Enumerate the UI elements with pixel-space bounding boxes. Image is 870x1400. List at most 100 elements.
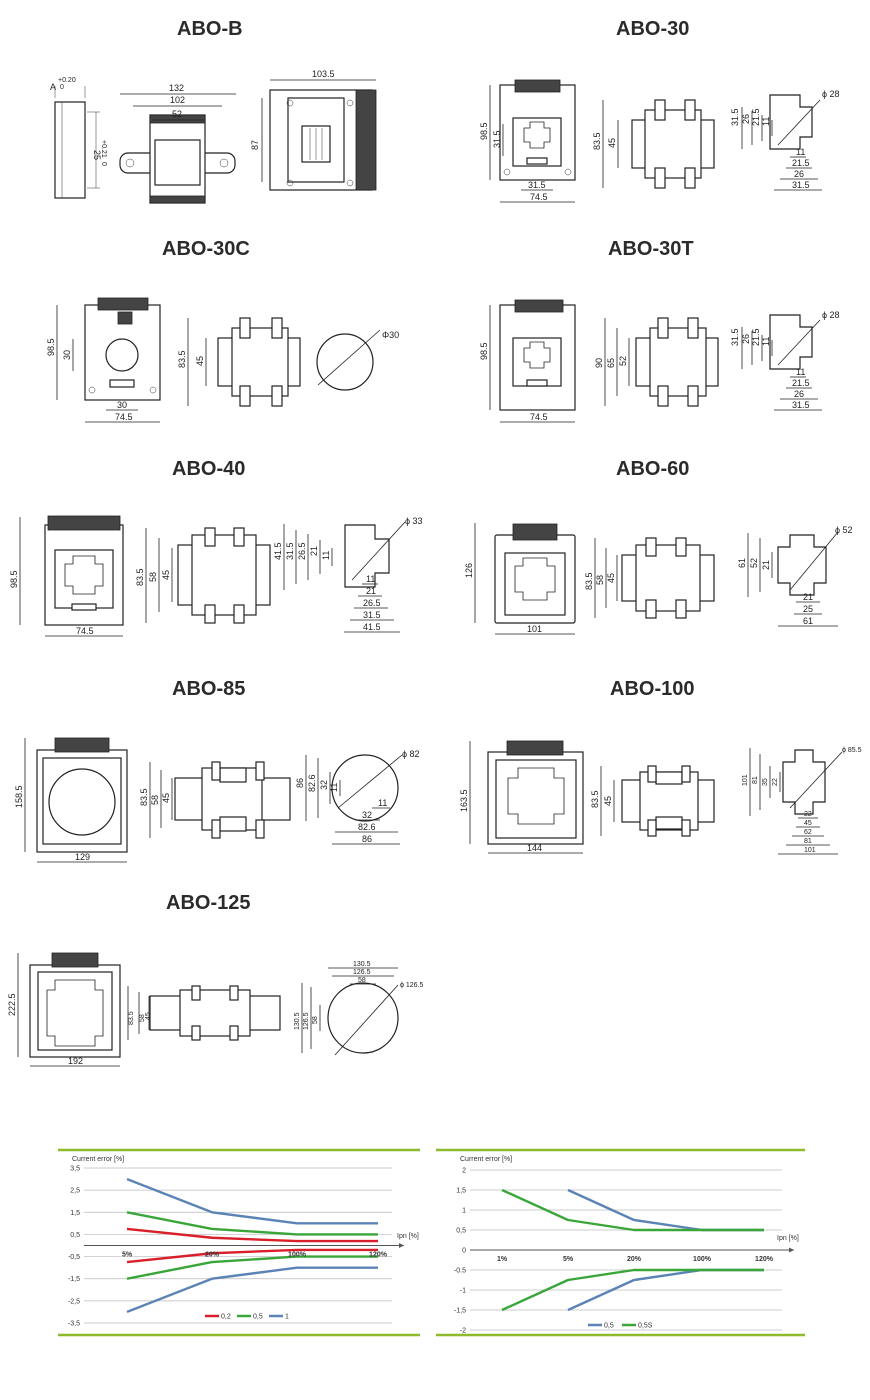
abo-b-dim-a: A [50, 82, 56, 92]
abo-40-dim-26-5-a: 26.5 [297, 542, 307, 560]
abo-b-dim-a-tol0: 0 [60, 84, 64, 91]
abo-b-dim-25-tol0: 0 [100, 162, 107, 166]
abo-30t-dim-90: 90 [594, 358, 604, 368]
chart-1-x-label: Ipn [%] [397, 1233, 419, 1240]
abo-60-dim-83-5: 83.5 [584, 572, 594, 590]
y-tick-label: 2,5 [70, 1188, 80, 1195]
series-line-lower [126, 1255, 378, 1280]
abo-125-drawing: 222.5 192 83.5 58 45 ϕ 126.5 130.5 126.5… [7, 952, 423, 1067]
abo-40-dim-26-5-b: 26.5 [363, 598, 381, 608]
abo-85-dim-11-a: 11 [329, 783, 339, 792]
abo-60-dim-52-a: 52 [749, 558, 759, 568]
abo-40-dim-21-a: 21 [309, 546, 319, 556]
abo-30t-dim-52: 52 [618, 356, 628, 366]
chart-1-grid [84, 1167, 404, 1324]
abo-30-dim-31-5-v: 31.5 [492, 130, 502, 148]
abo-125-dim-126-5-v: 126.5 [303, 1012, 310, 1030]
abo-100-dim-83-5: 83.5 [590, 790, 600, 808]
y-tick-label: 0,5 [456, 1228, 466, 1235]
abo-100-dim-163-5: 163.5 [459, 789, 469, 812]
chart-1-x-categories: 5%20%100%120% [122, 1252, 388, 1259]
chart-2-title: Current error [%] [460, 1156, 512, 1163]
abo-100-dim-22-b: 22 [804, 811, 812, 818]
abo-30t-drawing: 98.5 74.5 90 65 52 ϕ 28 31.5 26 21.5 11 … [479, 299, 840, 423]
y-tick-label: 1,5 [70, 1210, 80, 1217]
abo-30-dim-21-5-b: 21.5 [792, 158, 810, 168]
legend-label: 0,2 [221, 1314, 231, 1321]
abo-30c-dim-30-v: 30 [62, 350, 72, 360]
abo-30-dim-11-a: 11 [761, 117, 771, 126]
abo-85-dim-86-a: 86 [295, 778, 305, 788]
abo-30-dim-31-5-b: 31.5 [792, 180, 810, 190]
abo-30t-dim-26-a: 26 [741, 334, 751, 344]
abo-30-dim-31-5-h: 31.5 [528, 180, 546, 190]
abo-85-dim-11-b: 11 [378, 798, 387, 808]
abo-100-dim-81-b: 81 [804, 838, 812, 845]
abo-30t-dim-26-b: 26 [794, 389, 804, 399]
y-tick-label: 0,5 [70, 1232, 80, 1239]
abo-30c-dim-30-h: 30 [117, 400, 127, 410]
abo-125-dim-58-h: 58 [358, 977, 366, 984]
abo-60-dim-126: 126 [464, 563, 474, 578]
abo-60-dim-45: 45 [606, 573, 616, 583]
abo-30-dim-83-5: 83.5 [592, 132, 602, 150]
y-tick-label: -2 [460, 1328, 466, 1335]
abo-30-dim-21-5-a: 21.5 [751, 108, 761, 126]
abo-85-dim-58: 58 [150, 795, 160, 805]
abo-85-dim-82-6-b: 82.6 [358, 822, 376, 832]
abo-60-drawing: 126 101 83.5 58 45 ϕ 52 61 52 21 21 25 6… [464, 523, 853, 635]
x-axis-arrow [399, 1243, 404, 1248]
abo-40-dim-31-5-a: 31.5 [285, 542, 295, 560]
abo-60-dim-21-a: 21 [761, 560, 771, 570]
abo-30-dim-98-5: 98.5 [479, 122, 489, 140]
model-title-abo-b: ABO-B [177, 18, 243, 40]
x-category-label: 20% [627, 1256, 642, 1263]
chart-2-series [501, 1188, 764, 1312]
abo-b-dim-52: 52 [172, 109, 182, 119]
abo-b-dim-103-5: 103.5 [312, 69, 335, 79]
x-category-label: 1% [497, 1256, 508, 1263]
abo-100-dim-22-a: 22 [772, 778, 779, 786]
abo-30c-circle-detail [316, 333, 374, 391]
abo-100-dim-45: 45 [603, 796, 613, 806]
x-category-label: 100% [288, 1252, 307, 1259]
abo-30-dim-31-5-a: 31.5 [730, 108, 740, 126]
abo-85-dim-45: 45 [161, 793, 171, 803]
abo-40-dim-83-5: 83.5 [135, 568, 145, 586]
series-line-upper [501, 1188, 764, 1232]
y-tick-label: 3,5 [70, 1166, 80, 1173]
abo-40-dim-11-a: 11 [321, 551, 331, 560]
abo-40-dim-31-5-b: 31.5 [363, 610, 381, 620]
legend-label: 0,5 [604, 1323, 614, 1330]
abo-30-dim-74-5: 74.5 [530, 192, 548, 202]
abo-125-dim-192: 192 [68, 1056, 83, 1066]
abo-100-window-detail [782, 749, 826, 815]
series-line-upper [126, 1177, 378, 1225]
abo-60-dim-101: 101 [527, 624, 542, 634]
abo-125-dim-83-5: 83.5 [128, 1011, 135, 1025]
abo-40-dim-11-b: 11 [366, 574, 375, 584]
y-tick-label: -2,5 [68, 1298, 80, 1305]
abo-30-dim-26-a: 26 [741, 114, 751, 124]
abo-60-dim-61-a: 61 [737, 558, 747, 568]
chart-1-series [126, 1177, 378, 1314]
y-tick-label: -1,5 [68, 1276, 80, 1283]
model-title-abo-85: ABO-85 [172, 678, 246, 700]
abo-60-dim-phi-52: ϕ 52 [835, 525, 853, 535]
x-category-label: 120% [755, 1256, 774, 1263]
abo-30c-dim-83-5: 83.5 [177, 350, 187, 368]
model-title-abo-125: ABO-125 [166, 892, 251, 914]
abo-30t-dim-65: 65 [606, 358, 616, 368]
x-category-label: 100% [693, 1256, 712, 1263]
abo-30c-drawing: 98.5 30 30 74.5 83.5 45 Φ30 [46, 297, 399, 423]
chart-2-x-categories: 1%5%20%100%120% [497, 1256, 774, 1263]
abo-30t-dim-11-a: 11 [761, 337, 771, 346]
abo-100-dim-101-a: 101 [742, 774, 749, 786]
abo-85-dim-32-a: 32 [319, 780, 329, 790]
abo-40-window-detail [344, 524, 390, 588]
abo-100-dim-62: 62 [804, 829, 812, 836]
abo-30-drawing: 98.5 31.5 31.5 74.5 83.5 45 ϕ 28 31.5 26… [479, 79, 840, 203]
chart-2-grid [470, 1169, 794, 1331]
chart-2-y-ticks: 21,510,50-0.5-1-1,5-2 [454, 1168, 466, 1335]
